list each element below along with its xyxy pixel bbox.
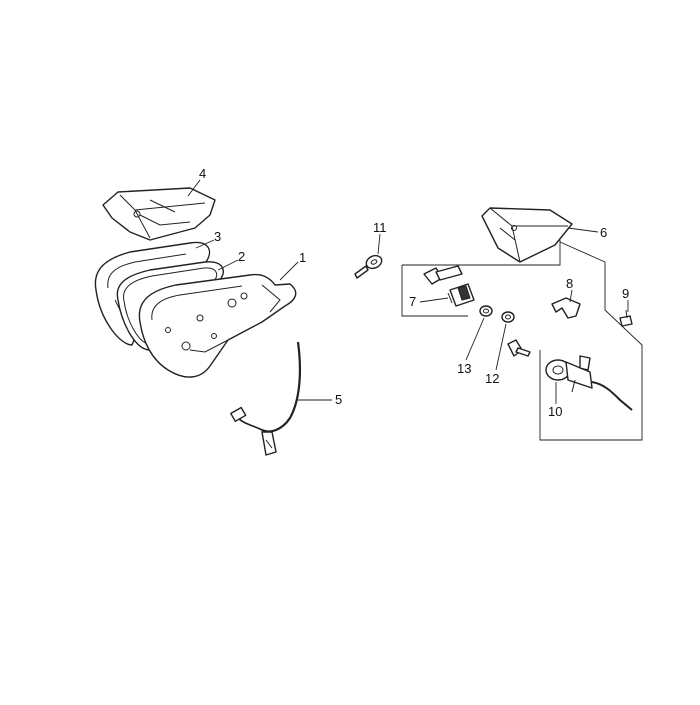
- leader-13: [465, 317, 485, 361]
- ignition-key: [507, 339, 531, 357]
- part-10-ignition-switch: [545, 355, 633, 411]
- part-8-clip: [551, 297, 581, 319]
- part-1-main-cover: [138, 273, 297, 378]
- kit-group-bracket: [401, 240, 643, 441]
- callout-2: 2: [238, 249, 245, 264]
- callout-1: 1: [299, 250, 306, 265]
- callout-6: 6: [600, 225, 607, 240]
- callout-4: 4: [199, 166, 206, 181]
- leader-1: [279, 261, 299, 281]
- callout-7: 7: [409, 294, 416, 309]
- callout-5: 5: [335, 392, 342, 407]
- part-5-cable: [230, 341, 302, 456]
- part-12-washer: [501, 311, 515, 323]
- leader-12: [495, 323, 507, 371]
- leader-3: [195, 239, 215, 249]
- callout-3: 3: [214, 229, 221, 244]
- part-4-bag: [102, 187, 216, 241]
- part-11-key: [354, 254, 383, 279]
- callout-12: 12: [485, 371, 499, 386]
- part-13-washer: [479, 305, 493, 317]
- part-9-screw: [619, 309, 633, 327]
- leader-4: [187, 179, 201, 197]
- callout-13: 13: [457, 361, 471, 376]
- callout-9: 9: [622, 286, 629, 301]
- callout-11: 11: [373, 220, 387, 235]
- leader-11: [377, 233, 381, 255]
- callout-8: 8: [566, 276, 573, 291]
- leader-2: [217, 259, 239, 271]
- leader-6: [567, 227, 599, 233]
- callout-10: 10: [548, 404, 562, 419]
- part-7-lock-set: [423, 265, 475, 307]
- leader-7: [419, 297, 449, 303]
- part-6-bag: [481, 207, 573, 263]
- leader-8: [569, 289, 573, 303]
